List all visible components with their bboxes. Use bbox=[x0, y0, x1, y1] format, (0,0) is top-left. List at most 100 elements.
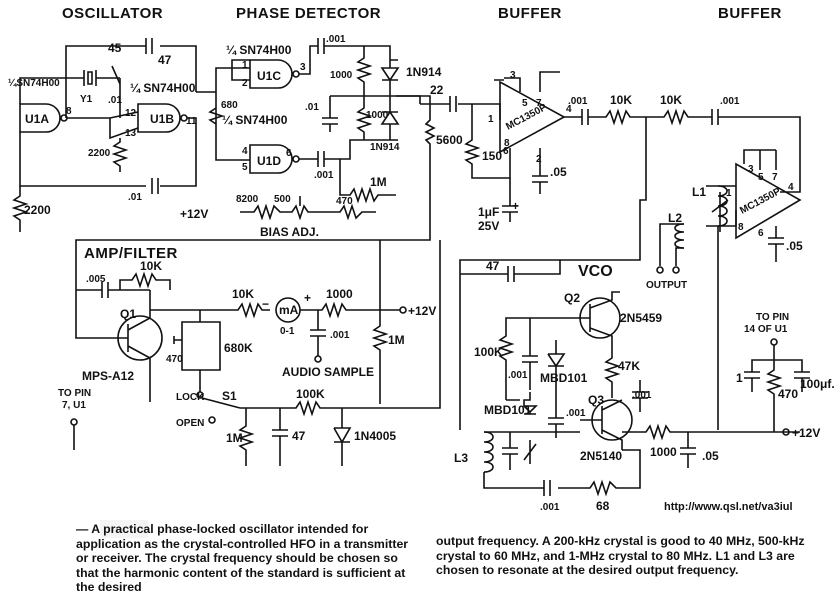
gate-u1c-bubble bbox=[292, 70, 300, 78]
label-d1n4005: 1N4005 bbox=[354, 429, 396, 443]
label-r470a: 470 bbox=[336, 196, 353, 207]
label-c001i: .001 bbox=[540, 502, 560, 513]
label-c45: 45 bbox=[108, 41, 122, 55]
label-audio-sample: AUDIO SAMPLE bbox=[282, 365, 374, 379]
wire bbox=[231, 59, 250, 81]
label-r470c: 470 bbox=[778, 387, 798, 401]
label-q2: Q2 bbox=[564, 291, 580, 305]
label-output: OUTPUT bbox=[646, 280, 687, 291]
label-r2200a: 2200 bbox=[88, 148, 111, 159]
label-l3: L3 bbox=[454, 451, 468, 465]
caption-right: output frequency. A 200-kHz crystal is g… bbox=[436, 534, 805, 577]
label-plus12v-a: +12V bbox=[180, 207, 208, 221]
terminal-12v-c bbox=[782, 428, 790, 436]
wire bbox=[659, 223, 684, 266]
resistor-1000a bbox=[355, 46, 373, 96]
pin-label: 6 bbox=[286, 148, 292, 159]
cap-01-pd bbox=[322, 96, 338, 132]
resistor-100k-b bbox=[497, 317, 560, 400]
terminal-12v bbox=[399, 306, 407, 314]
label-u1b-type: ¼ SN74H00 bbox=[130, 81, 196, 95]
switch-lock-contact bbox=[196, 391, 204, 399]
label-c001b: .001 bbox=[314, 170, 334, 181]
label-c001g: .001 bbox=[566, 408, 586, 419]
cap-001c bbox=[581, 109, 589, 125]
cap-47c bbox=[507, 266, 515, 282]
label-c001d: .001 bbox=[720, 96, 740, 107]
label-v25: 25V bbox=[478, 219, 499, 233]
resistor-2200a bbox=[111, 138, 129, 172]
label-l1: L1 bbox=[692, 185, 706, 199]
wire bbox=[460, 260, 561, 275]
label-r470b: 470 bbox=[166, 354, 183, 365]
label-mc2: MC1350P bbox=[738, 186, 783, 217]
terminal-pin7 bbox=[70, 418, 78, 426]
label-to-pin14: TO PIN bbox=[756, 312, 789, 323]
label-c05a: .05 bbox=[550, 165, 567, 179]
label-c001c: .001 bbox=[568, 96, 588, 107]
phase-detector-section: U1C ¼ SN74H00 1 2 3 U1D ¼ SN74H00 4 5 6 … bbox=[75, 34, 463, 339]
pin-label: 8 bbox=[738, 222, 744, 233]
resistor-1m-c bbox=[237, 408, 255, 466]
switch-s1 bbox=[201, 397, 241, 409]
pin-label: 6 bbox=[758, 228, 764, 239]
label-r500: 500 bbox=[274, 194, 291, 205]
label-s1: S1 bbox=[222, 389, 237, 403]
diode-1n914a bbox=[380, 59, 400, 96]
pin-label: 4 bbox=[242, 146, 248, 157]
label-q3: Q3 bbox=[588, 393, 604, 407]
transistor-q1-leads bbox=[100, 290, 151, 402]
pin-label: 8 bbox=[504, 138, 510, 149]
transistor-q3-leads bbox=[580, 399, 623, 450]
resistor-470a bbox=[299, 196, 376, 221]
cap-47-top bbox=[145, 38, 153, 54]
resistor-1000c bbox=[300, 301, 400, 319]
label-c01c: .01 bbox=[305, 102, 319, 113]
caption-left: — A practical phase-locked oscillator in… bbox=[76, 522, 409, 594]
label-to-pin7b: 7, U1 bbox=[62, 400, 86, 411]
wire bbox=[494, 71, 560, 92]
label-c47c: 47 bbox=[486, 259, 500, 273]
label-q2-type: 2N5459 bbox=[620, 311, 662, 325]
cap-1uf bbox=[502, 178, 518, 222]
label-u1d: U1D bbox=[257, 154, 281, 168]
coil-l3 bbox=[483, 431, 494, 473]
label-c01b: .01 bbox=[128, 192, 142, 203]
pin-label: 6 bbox=[503, 146, 509, 157]
label-u1a: U1A bbox=[25, 112, 49, 126]
pin-label: 1 bbox=[726, 188, 732, 199]
gate-u1c bbox=[249, 59, 293, 89]
label-q3-type: 2N5140 bbox=[580, 449, 622, 463]
gate-u1b bbox=[137, 103, 181, 133]
label-mbd101a: MBD101 bbox=[540, 371, 588, 385]
label-c100uf: 100μf. bbox=[800, 377, 835, 391]
diode-1n4005 bbox=[333, 408, 352, 466]
wire bbox=[196, 67, 250, 161]
coil-l2 bbox=[674, 223, 685, 249]
label-u1c-type: ¼ SN74H00 bbox=[226, 43, 292, 57]
pin-label: 1 bbox=[488, 114, 494, 125]
pin-label: 5 bbox=[242, 162, 248, 173]
pin-label: 7 bbox=[536, 98, 542, 109]
label-r10k-a: 10K bbox=[610, 93, 632, 107]
resistor-47k bbox=[603, 350, 621, 398]
label-plus12v-b: +12V bbox=[408, 304, 436, 318]
label-minus: − bbox=[262, 297, 269, 311]
label-c001f: .001 bbox=[508, 370, 528, 381]
label-u1d-type: ¼ SN74H00 bbox=[222, 113, 288, 127]
amp-filter-section: Q1 MPS-A12 .005 10K 10K − mA 0-1 + 1000 … bbox=[58, 240, 441, 466]
label-c001e: .001 bbox=[330, 330, 350, 341]
label-plus-a: + bbox=[512, 199, 519, 213]
wire bbox=[299, 45, 391, 75]
pin-label: 3 bbox=[300, 62, 306, 73]
cap-001d bbox=[711, 109, 719, 125]
wire bbox=[65, 45, 197, 118]
header-buffer-1: BUFFER bbox=[498, 5, 562, 22]
pin-label: 2 bbox=[242, 78, 248, 89]
label-r8200: 8200 bbox=[236, 194, 259, 205]
label-r100k-b: 100K bbox=[474, 345, 503, 359]
resistor-8200-500 bbox=[240, 203, 316, 221]
header-amp-filter: AMP/FILTER bbox=[84, 245, 178, 262]
label-lock: LOCK bbox=[176, 392, 205, 403]
